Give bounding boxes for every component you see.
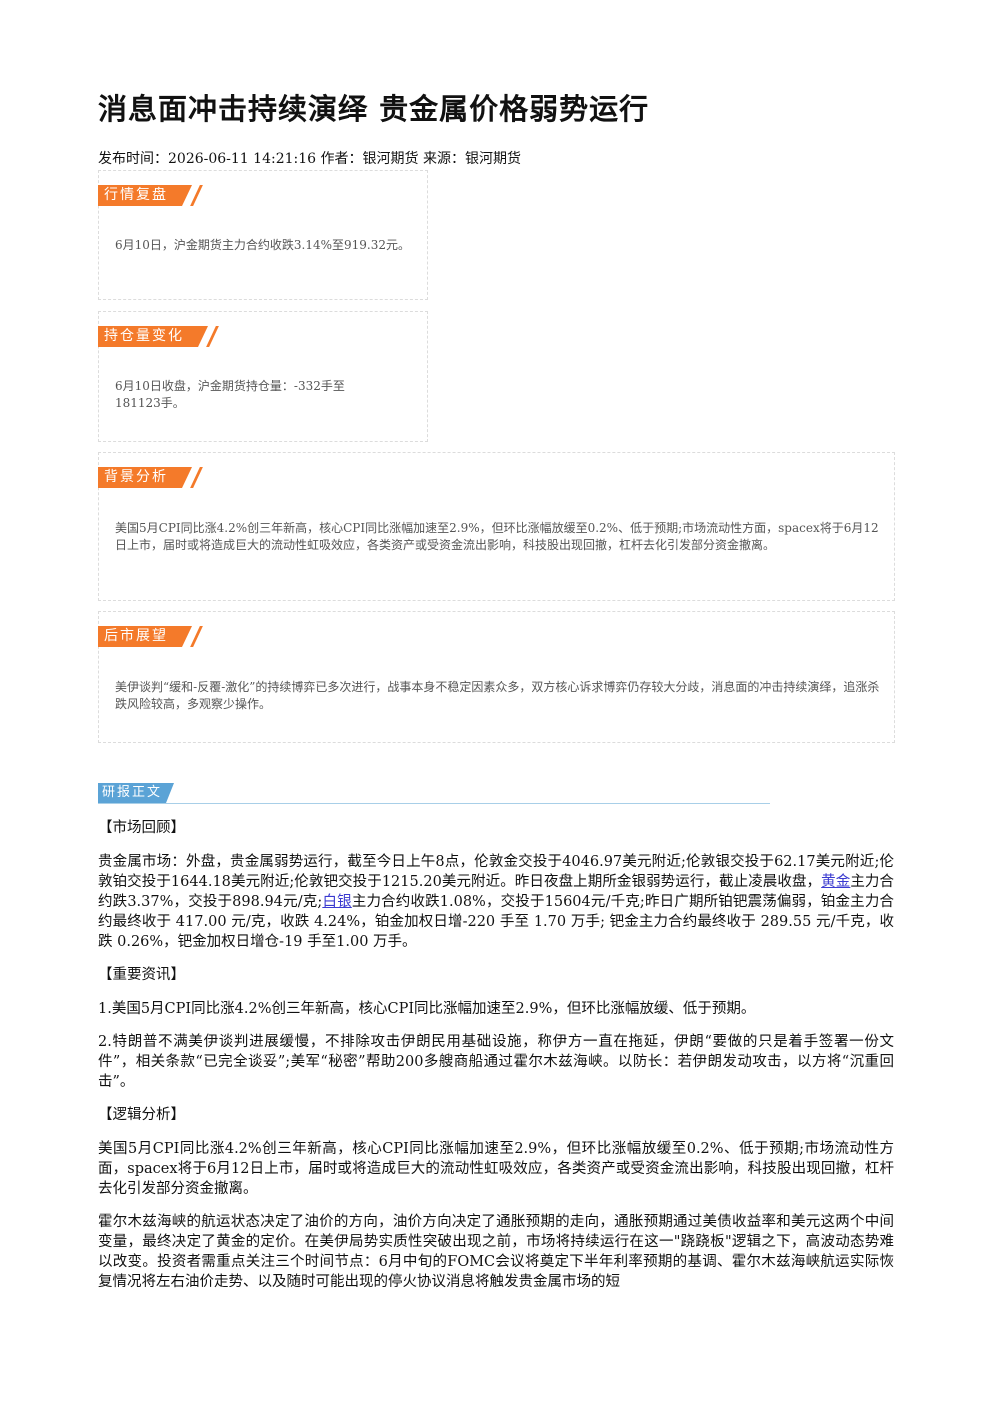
background-card: 背景分析 美国5月CPI同比涨4.2%创三年新高，核心CPI同比涨幅加速至2.9… [98,452,895,601]
news-heading: 【重要资讯】 [98,967,185,983]
market-text-b: 主力合约跌3.37%，交投于898.94元/克; [98,874,895,910]
market-review-heading: 【市场回顾】 [98,820,185,836]
report-body: 【市场回顾】 贵金属市场：外盘，贵金属弱势运行，截至今日上午8点，伦敦金交投于4… [98,818,894,1305]
report-section-header: 研报正文 [98,783,770,804]
background-text: 美国5月CPI同比涨4.2%创三年新高，核心CPI同比涨幅加速至2.9%，但环比… [115,521,879,552]
position-change-tag: 持仓量变化 [98,326,208,347]
logic-heading: 【逻辑分析】 [98,1107,185,1123]
market-review-text: 6月10日，沪金期货主力合约收跌3.14%至919.32元。 [115,238,411,252]
position-change-card: 持仓量变化 6月10日收盘，沪金期货持仓量：-332手至181123手。 [98,311,428,442]
article-title: 消息面冲击持续演绎 贵金属价格弱势运行 [98,92,650,126]
news-item-1: 1.美国5月CPI同比涨4.2%创三年新高，核心CPI同比涨幅加速至2.9%，但… [98,1001,756,1017]
market-text-a: 贵金属市场：外盘，贵金属弱势运行，截至今日上午8点，伦敦金交投于4046.97美… [98,854,894,890]
market-review-card: 行情复盘 6月10日，沪金期货主力合约收跌3.14%至919.32元。 [98,170,428,300]
market-text-c: 主力合约收跌1.08%，交投于15604元/千克;昨日广期所铂钯震荡偏弱，铂金主… [98,894,895,950]
market-review-tag: 行情复盘 [98,185,192,206]
market-review-paragraph: 贵金属市场：外盘，贵金属弱势运行，截至今日上午8点，伦敦金交投于4046.97美… [98,852,894,952]
logic-paragraph-2: 霍尔木兹海峡的航运状态决定了油价的方向，油价方向决定了通胀预期的走向，通胀预期通… [98,1214,894,1290]
report-section-tag: 研报正文 [98,783,175,803]
news-item-2: 2.特朗普不满美伊谈判进展缓慢，不排除攻击伊朗民用基础设施，称伊方一直在拖延，伊… [98,1034,894,1090]
background-tag: 背景分析 [98,467,192,488]
gold-link[interactable]: 黄金 [821,874,851,890]
position-change-text: 6月10日收盘，沪金期货持仓量：-332手至181123手。 [115,379,345,410]
logic-paragraph-1: 美国5月CPI同比涨4.2%创三年新高，核心CPI同比涨幅加速至2.9%，但环比… [98,1141,894,1197]
silver-link[interactable]: 白银 [322,894,352,910]
outlook-text: 美伊谈判“缓和-反覆-激化”的持续博弈已多次进行，战事本身不稳定因素众多，双方核… [115,680,880,711]
outlook-card: 后市展望 美伊谈判“缓和-反覆-激化”的持续博弈已多次进行，战事本身不稳定因素众… [98,611,895,743]
article-meta: 发布时间：2026-06-11 14:21:16 作者：银河期货 来源：银河期货 [98,151,521,167]
outlook-tag: 后市展望 [98,626,192,647]
